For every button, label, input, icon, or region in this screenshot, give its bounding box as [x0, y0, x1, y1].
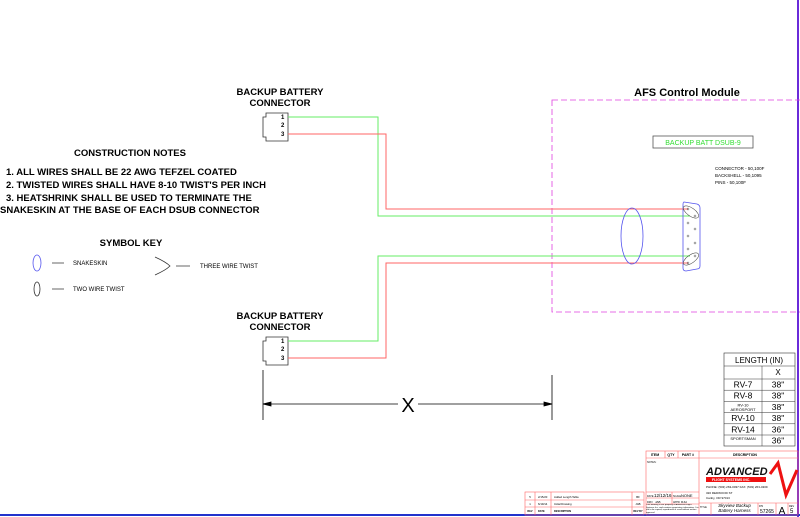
- length-table-title: LENGTH (IN): [735, 356, 783, 365]
- rev-value: 5: [790, 509, 794, 515]
- snakeskin-key-icon: [32, 254, 42, 272]
- wire-top-green: [288, 116, 690, 217]
- part-number: 57265: [760, 509, 774, 515]
- length-table-model: RV-7: [734, 380, 753, 390]
- length-table-value: 38": [772, 391, 784, 401]
- bottom-pin-2: 2: [281, 347, 285, 353]
- two-wire-twist-bottom: [683, 252, 699, 266]
- length-table-value: 38": [772, 380, 784, 390]
- company-subname: FLIGHT SYSTEMS INC.: [712, 478, 750, 482]
- rev-header: REV BY: [633, 510, 643, 513]
- pn-label: P/N: [759, 505, 763, 508]
- length-table-col: X: [775, 368, 781, 377]
- dsub-label: BACKUP BATT DSUB-9: [665, 140, 741, 147]
- tb-header-desc: DESCRIPTION: [733, 453, 757, 457]
- appd-label: APPD: [673, 501, 680, 504]
- revision-by: BF: [636, 495, 640, 499]
- top-connector-body: [262, 112, 289, 142]
- top-pin-1: 1: [281, 115, 285, 121]
- drawing-title: Skyview Backup Battery Harness: [718, 503, 751, 513]
- date-value: 12/12/16: [654, 493, 672, 498]
- length-table-model: RV-10: [731, 413, 755, 423]
- top-pin-3: 3: [281, 132, 285, 138]
- part-backshell: BACKSHELL - 50,1095: [715, 173, 762, 178]
- bottom-connector-body: [262, 336, 289, 366]
- note-3-cont: SNAKESKIN AT THE BASE OF EACH DSUB CONNE…: [0, 205, 260, 216]
- drn-label: DRN: [647, 501, 653, 504]
- top-connector-title-1: BACKUP BATTERY: [237, 87, 325, 98]
- revision-desc: Added Length Table: [554, 495, 579, 499]
- wire-bottom-green: [288, 255, 690, 342]
- note-1: 1. ALL WIRES SHALL BE 22 AWG TEFZEL COAT…: [6, 167, 237, 178]
- three-wire-twist-key-icon: [154, 256, 171, 276]
- two-wire-key-label: TWO WIRE TWIST: [73, 287, 125, 293]
- revision-rev: 5: [529, 495, 531, 499]
- tb-notes-label: NOTES:: [647, 461, 657, 464]
- length-table-model: RV-14: [731, 424, 755, 434]
- drawing-size: A: [779, 506, 786, 517]
- notes-title: CONSTRUCTION NOTES: [74, 148, 186, 159]
- length-table-model: RV-8: [734, 391, 753, 401]
- rev-header: DESCRIPTION: [554, 510, 571, 513]
- tb-header-part: PART #: [682, 453, 694, 457]
- date-label: DATE: [647, 495, 654, 498]
- module-title: AFS Control Module: [634, 87, 740, 99]
- rev-label: REV: [789, 505, 794, 508]
- rev-header: DATE: [538, 510, 545, 513]
- part-connector: CONNECTOR - 50,100F: [715, 166, 765, 171]
- proprietary-notice: This drawing is the property of Advanced…: [646, 504, 699, 514]
- length-table-value: 38": [772, 413, 784, 423]
- note-3: 3. HEATSHRINK SHALL BE USED TO TERMINATE…: [6, 193, 252, 204]
- wire-bottom-red: [288, 262, 688, 359]
- revision-rev: 1: [529, 502, 531, 506]
- revision-by: JAB: [635, 502, 640, 506]
- snakeskin-key-label: SNAKESKIN: [73, 261, 107, 267]
- three-wire-key-label: THREE WIRE TWIST: [200, 264, 258, 270]
- length-dimension: [262, 370, 553, 420]
- company-phone: PHONE: (503) 263-0037 FAX: (503) 263-430…: [706, 485, 768, 489]
- proprietary-notice-wrap: This drawing is the property of Advanced…: [646, 504, 699, 514]
- appd-value: RJH: [681, 500, 687, 504]
- dsub-pins: [686, 207, 697, 265]
- title-label: TITLE: [700, 506, 707, 509]
- dsub-label-box: [652, 135, 754, 149]
- company-address-2: Canby, OR 97013: [706, 496, 730, 500]
- top-pin-2: 2: [281, 123, 285, 129]
- bottom-pin-3: 3: [281, 356, 285, 362]
- rev-header: REV: [527, 510, 532, 513]
- bottom-connector-title-2: CONNECTOR: [249, 322, 310, 333]
- two-wire-twist-key-icon: [33, 281, 41, 297]
- company-logo: ADVANCED FLIGHT SYSTEMS INC.: [705, 459, 799, 500]
- title-block-grid: [524, 450, 799, 516]
- drawing-title-wrap: Skyview Backup Battery Harness: [718, 503, 751, 513]
- drn-value: JAB: [655, 500, 661, 504]
- symbol-key-title: SYMBOL KEY: [100, 238, 163, 249]
- tb-header-qty: QTY: [667, 453, 675, 457]
- part-pins: PINS - 50,100F: [715, 180, 746, 185]
- tb-header-item: ITEM: [651, 453, 659, 457]
- module-boundary: [551, 99, 800, 313]
- length-table-value: 36": [772, 424, 784, 434]
- length-table-model: SPORTSMAN: [730, 436, 755, 441]
- top-connector-title-2: CONNECTOR: [249, 98, 310, 109]
- two-wire-twist-top: [683, 205, 699, 219]
- bottom-pin-1: 1: [281, 339, 285, 345]
- revision-desc: Initial Drawing: [554, 502, 572, 506]
- dimension-label: X: [401, 395, 414, 417]
- bottom-connector-title-1: BACKUP BATTERY: [237, 311, 325, 322]
- length-table-value: 38": [772, 402, 784, 412]
- length-table-value: 36": [772, 436, 784, 446]
- note-2: 2. TWISTED WIRES SHALL HAVE 8-10 TWIST'S…: [6, 180, 266, 191]
- company-address-1: 320 REDWOOD ST: [706, 491, 733, 495]
- scale-label: SCALE: [673, 495, 682, 498]
- dsub9-connector: [682, 201, 701, 272]
- snakeskin-symbol: [620, 207, 644, 265]
- scale-value: NONE: [681, 493, 693, 498]
- revision-date: 2/15/20: [538, 495, 548, 499]
- wire-top-red: [288, 133, 688, 210]
- company-name: ADVANCED: [705, 466, 768, 478]
- revision-date: 6/19/14: [538, 502, 548, 506]
